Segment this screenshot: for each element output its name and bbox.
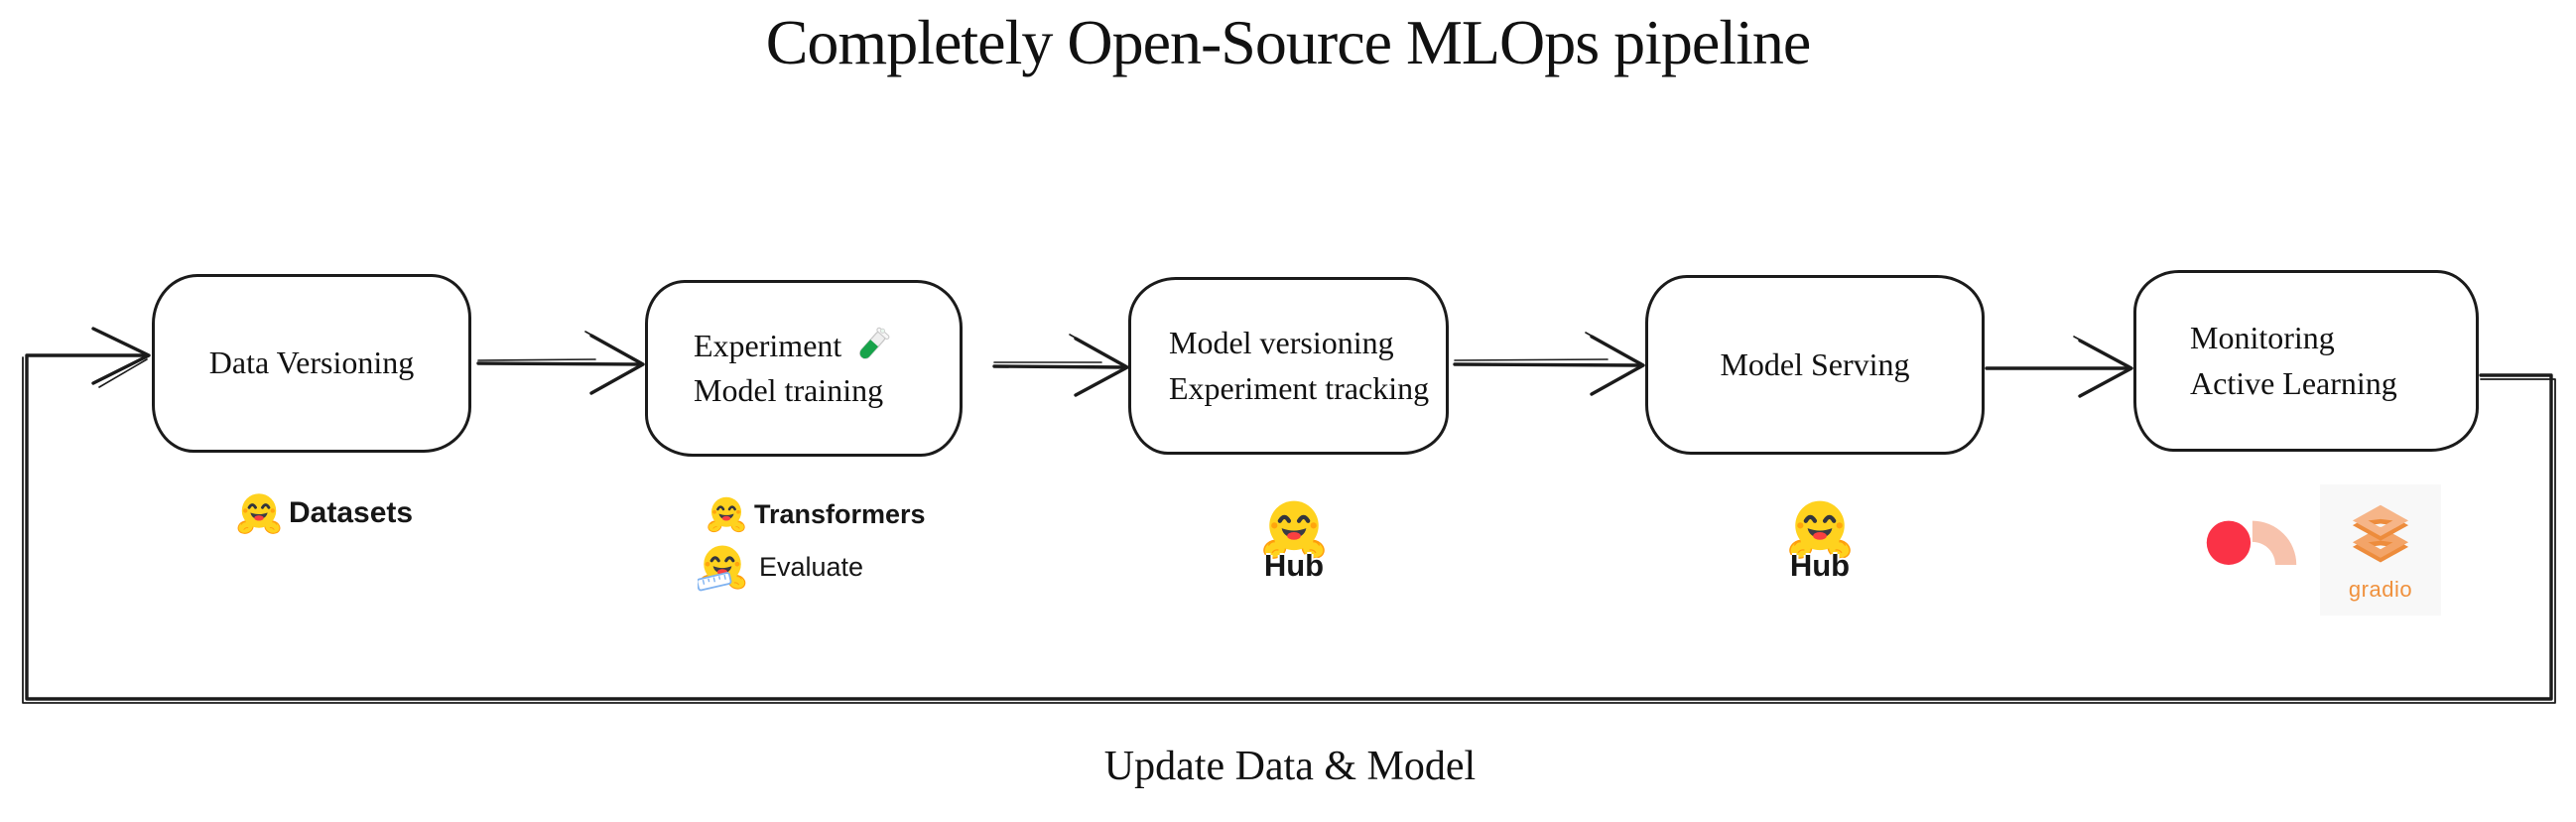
tool-label: Hub: [1263, 548, 1325, 583]
node-label: Model Serving: [1720, 345, 1910, 382]
node-label: Experiment: [694, 327, 842, 363]
arrow-data-to-experiment: [476, 331, 645, 395]
hugging-face-ruler-icon: [698, 542, 747, 592]
tool-transformers: Transformers: [707, 494, 926, 534]
node-label: Model versioning: [1169, 325, 1394, 361]
hugging-face-icon: [707, 494, 746, 534]
node-label: Experiment tracking: [1169, 369, 1430, 406]
arrow-experiment-to-versioning: [992, 334, 1129, 397]
tool-label: Datasets: [289, 496, 414, 529]
node-model-serving: Model Serving: [1645, 275, 1985, 455]
hugging-face-icon: [236, 490, 282, 536]
feedback-loop-label: Update Data & Model: [1103, 744, 1477, 789]
tool-hub-versioning: Hub: [1254, 496, 1334, 584]
tool-label: Hub: [1789, 548, 1851, 583]
node-monitoring-active-learning: Monitoring Active Learning: [2133, 270, 2479, 452]
arrow-serving-to-monitoring: [1985, 336, 2133, 398]
node-label: Active Learning: [2190, 364, 2397, 401]
node-model-versioning-tracking: Model versioning Experiment tracking: [1128, 277, 1449, 455]
argilla-icon: [2205, 512, 2298, 570]
node-experiment-model-training: Experiment Model training: [645, 280, 963, 457]
gradio-icon: [2342, 497, 2419, 575]
node-data-versioning: Data Versioning: [152, 274, 471, 453]
tool-hub-serving: Hub: [1780, 496, 1860, 584]
tool-label: Transformers: [754, 498, 926, 529]
tool-label: Evaluate: [759, 551, 864, 582]
node-label: Model training: [694, 372, 884, 408]
arrow-versioning-to-serving: [1453, 332, 1645, 396]
tool-datasets: Datasets: [236, 490, 413, 536]
diagram-title: Completely Open-Source MLOps pipeline: [765, 7, 1812, 77]
tool-evaluate: Evaluate: [698, 542, 863, 592]
tool-gradio: gradio: [2320, 484, 2441, 616]
test-tube-icon: [851, 325, 893, 366]
node-label: Data Versioning: [208, 344, 415, 381]
node-label: Monitoring: [2190, 320, 2335, 356]
tool-label: gradio: [2348, 577, 2413, 602]
